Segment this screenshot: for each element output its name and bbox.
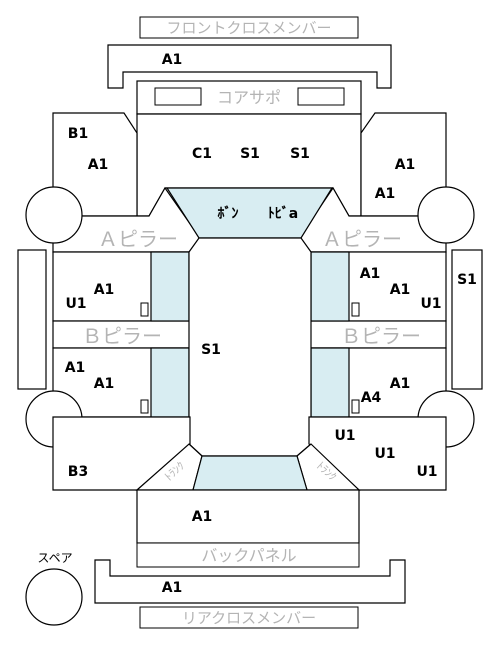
core-support-right-hole [297, 87, 345, 106]
grade-front-fender-right-top: A1 [395, 157, 416, 173]
front-door-left-handle [140, 302, 149, 317]
rear-cross-member-label: リアクロスメンバー [182, 609, 316, 627]
side-window-front-right [310, 251, 350, 322]
grade-c1: C1 [192, 146, 212, 162]
front-cross-member-label: フロントクロスメンバー [166, 19, 331, 37]
front-cross-member [107, 44, 392, 89]
b-pillar-left-label: Ｂピラー [82, 324, 162, 348]
rear-door-left-handle [140, 399, 149, 414]
rear-cross-member [94, 559, 406, 604]
grade-front-door-right-top: A1 [360, 266, 381, 282]
grade-u1-c: U1 [416, 464, 437, 480]
rear-quarter-right [308, 416, 447, 491]
grade-front-door-right-lower: U1 [420, 296, 441, 312]
spare-tire [25, 568, 83, 626]
rear-cross-member-label-box [139, 606, 359, 629]
back-panel [136, 489, 360, 544]
back-panel-label-box [136, 542, 360, 568]
grade-roof: S1 [201, 342, 221, 358]
grade-rear-cross: A1 [162, 580, 183, 596]
grade-rear-door-right-mid: A4 [361, 390, 382, 406]
back-panel-label: バックパネル [201, 546, 296, 565]
front-left-wheel [25, 186, 83, 244]
b-pillar-left [52, 320, 191, 349]
front-cross-member-label-box [139, 16, 359, 39]
windshield-label-right: ﾄﾋﾞa [268, 205, 298, 222]
core-support-label: コアサポ [217, 88, 281, 107]
grade-front-fender-left: A1 [88, 157, 109, 173]
side-window-rear-left [150, 347, 190, 418]
front-right-wheel [417, 186, 475, 244]
rear-door-right-handle [351, 399, 360, 414]
front-door-right-handle [351, 302, 360, 317]
grade-front-door-right-mid: A1 [390, 282, 411, 298]
rocker-panel-right [451, 249, 483, 390]
grade-rear-door-left-top: A1 [65, 360, 86, 376]
b-pillar-right-label: Ｂピラー [341, 324, 421, 348]
side-window-rear-right [310, 347, 350, 418]
grade-rear-door-left-mid: A1 [94, 376, 115, 392]
b-pillar-right [308, 320, 447, 349]
grade-front-door-left-upper: A1 [94, 282, 115, 298]
rear-window [192, 455, 308, 491]
rocker-panel-left [17, 249, 47, 390]
windshield-label-left: ﾎﾞﾝ [218, 205, 239, 222]
grade-back-panel: A1 [192, 509, 213, 525]
grade-rear-door-right-top: A1 [390, 376, 411, 392]
side-window-front-left [150, 251, 190, 322]
grade-front-door-left-lower: U1 [65, 296, 86, 312]
a-pillar-right-label: Ａピラー [322, 227, 402, 251]
a-pillar-left-label: Ａピラー [98, 227, 178, 251]
core-support-left-hole [154, 87, 202, 106]
grade-u1-a: U1 [334, 428, 355, 444]
grade-outer-right: S1 [457, 272, 477, 288]
grade-b1: B1 [68, 126, 88, 142]
grade-s1-left: S1 [240, 146, 260, 162]
grade-b3: B3 [68, 464, 88, 480]
grade-u1-b: U1 [374, 446, 395, 462]
grade-front-fender-right: A1 [375, 186, 396, 202]
spare-label: スペア [37, 551, 72, 565]
grade-front-cross: A1 [162, 52, 183, 68]
grade-s1-right: S1 [290, 146, 310, 162]
